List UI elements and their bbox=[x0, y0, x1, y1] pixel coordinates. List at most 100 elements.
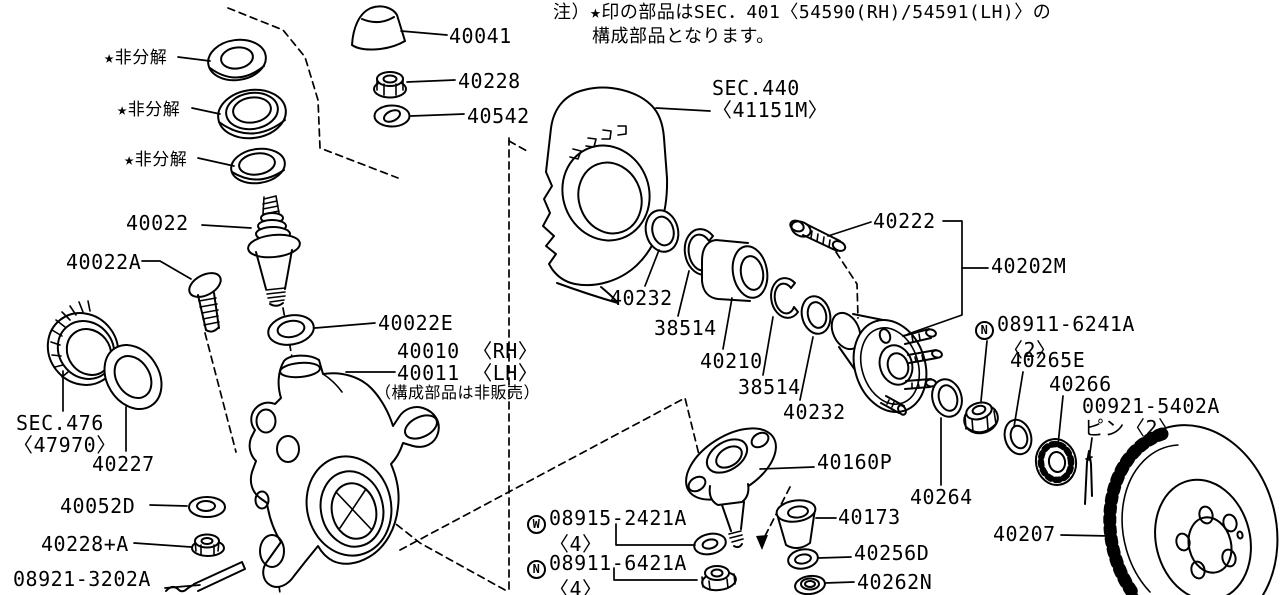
part-08911-6241A-text: 08911-6241A bbox=[997, 312, 1135, 336]
washer-40542-drawing bbox=[373, 104, 411, 128]
bearing-40210-drawing bbox=[701, 239, 769, 302]
circled-n-icon: N bbox=[527, 559, 546, 579]
part-40228: 40228 bbox=[458, 69, 521, 93]
sec-440-ref: SEC.440〈41151M〉 bbox=[712, 76, 829, 122]
nut-40228A-drawing bbox=[191, 533, 225, 557]
part-40160P: 40160P bbox=[817, 450, 893, 474]
part-38514-left-text: 38514 bbox=[654, 316, 717, 340]
knuckle-note-text: （構成部品は非販売） bbox=[375, 383, 541, 402]
part-40052D: 40052D bbox=[60, 495, 135, 518]
sec-440-ref-line2: 〈41151M〉 bbox=[712, 97, 829, 122]
part-08921-3202A-text: 08921-3202A bbox=[13, 567, 151, 591]
washer-40265E-drawing bbox=[1003, 418, 1033, 456]
part-40228-plus-A: 40228+A bbox=[41, 532, 129, 556]
part-40232-right-text: 40232 bbox=[783, 400, 846, 424]
insert-arrow-balljoint bbox=[756, 535, 768, 550]
part-40266: 40266 bbox=[1049, 372, 1112, 396]
non-disassembly-label-3: ★非分解 bbox=[124, 151, 187, 169]
nut-40228-drawing bbox=[373, 71, 407, 99]
part-38514-right-text: 38514 bbox=[738, 375, 801, 399]
part-40266-text: 40266 bbox=[1049, 372, 1112, 396]
part-40264-text: 40264 bbox=[910, 485, 973, 509]
part-40210: 40210 bbox=[700, 349, 763, 373]
part-40041-text: 40041 bbox=[449, 24, 512, 48]
part-40010-rh-text: 40010 〈RH〉 bbox=[397, 339, 539, 363]
strut-seal-drawing bbox=[230, 147, 286, 185]
sec-476-ref-text: SEC.476 bbox=[16, 411, 104, 435]
nut-retainer-40266-drawing bbox=[1034, 438, 1078, 486]
part-40222-text: 40222 bbox=[873, 209, 936, 233]
part-40228-text: 40228 bbox=[458, 69, 521, 93]
sec-440-ref-text: SEC.440 bbox=[712, 76, 800, 100]
part-40265E-text: 40265E bbox=[1010, 348, 1086, 372]
strut-bearing-upper-drawing bbox=[207, 38, 267, 82]
part-08915-2421A-text: 08915-2421A bbox=[549, 506, 687, 530]
part-40022A: 40022A bbox=[66, 251, 141, 274]
wheel-stud-40222-drawing bbox=[789, 219, 847, 252]
part-40202M: 40202M bbox=[991, 254, 1067, 278]
part-08911-6421A-line2: 〈4〉 bbox=[549, 576, 603, 595]
non-disassembly-label-3-text: ★非分解 bbox=[124, 150, 188, 170]
non-disassembly-label-2-text: ★非分解 bbox=[117, 100, 181, 120]
washer-40052D-drawing bbox=[188, 496, 226, 518]
part-40011-lh-text: 40011 〈LH〉 bbox=[397, 361, 539, 385]
part-08911-6241A-line2: 〈2〉 bbox=[1003, 337, 1057, 362]
part-40022-text: 40022 bbox=[126, 211, 189, 235]
part-00921-5402A-text: 00921-5402A bbox=[1082, 394, 1220, 418]
part-40232-left: 40232 bbox=[610, 286, 673, 310]
part-08915-2421A-line2: 〈4〉 bbox=[549, 531, 603, 556]
strut-bearing-lower-drawing bbox=[217, 88, 287, 140]
washer-40227-drawing bbox=[103, 344, 163, 410]
part-38514-left: 38514 bbox=[654, 316, 717, 340]
sec-476-ref: SEC.476〈47970〉 bbox=[13, 411, 117, 457]
circled-w-icon: W bbox=[527, 514, 546, 534]
part-40264: 40264 bbox=[910, 485, 973, 509]
part-40262N-text: 40262N bbox=[857, 570, 933, 594]
part-40232-right: 40232 bbox=[783, 400, 846, 424]
part-40202M-text: 40202M bbox=[991, 254, 1067, 278]
part-40262N: 40262N bbox=[857, 570, 933, 594]
part-40010-rh: 40010 〈RH〉 bbox=[397, 339, 539, 363]
snap-ring-38514-left-drawing bbox=[683, 228, 717, 276]
non-disassembly-label-1-text: ★非分解 bbox=[104, 48, 168, 68]
bushing-40173-drawing bbox=[775, 499, 817, 549]
part-40256D: 40256D bbox=[854, 542, 929, 565]
spindle-nut-6241A-drawing bbox=[963, 401, 999, 435]
part-40232-left-text: 40232 bbox=[610, 286, 673, 310]
note-line-1-text: 注）★印の部品はSEC．401〈54590(RH)/54591(LH)〉の bbox=[553, 2, 1052, 23]
part-40022E-text: 40022E bbox=[378, 311, 454, 335]
part-40160P-text: 40160P bbox=[817, 450, 893, 474]
note-line-1: 注）★印の部品はSEC．401〈54590(RH)/54591(LH)〉の bbox=[553, 3, 1051, 22]
part-40265E: 40265E bbox=[1010, 348, 1086, 372]
seal-40264-drawing bbox=[931, 378, 963, 418]
brake-rotor-40207-drawing bbox=[1103, 424, 1279, 595]
circled-n-icon: N bbox=[975, 320, 994, 340]
snap-ring-38514-right-drawing bbox=[770, 277, 799, 319]
non-disassembly-label-1: ★非分解 bbox=[104, 49, 167, 67]
part-08911-6421A-text: 08911-6421A bbox=[549, 551, 687, 575]
seal-40232-right-drawing bbox=[800, 295, 832, 335]
part-40227: 40227 bbox=[92, 452, 155, 476]
steering-knuckle-drawing bbox=[248, 354, 440, 588]
part-40228-plus-A-text: 40228+A bbox=[41, 532, 129, 556]
part-40210-text: 40210 bbox=[700, 349, 763, 373]
part-08921-3202A: 08921-3202A bbox=[13, 567, 151, 591]
kingpin-40022-drawing bbox=[247, 195, 301, 307]
ball-joint-40160P-drawing bbox=[685, 427, 777, 549]
part-40207-text: 40207 bbox=[993, 522, 1056, 546]
part-40011-lh: 40011 〈LH〉 bbox=[397, 361, 539, 385]
hub-40202M-drawing bbox=[830, 311, 943, 416]
part-40041: 40041 bbox=[449, 24, 512, 48]
part-40542: 40542 bbox=[467, 104, 530, 128]
note-line-2: 構成部品となります。 bbox=[592, 27, 775, 46]
knuckle-note: （構成部品は非販売） bbox=[375, 384, 540, 401]
sec-476-ref-line2: 〈47970〉 bbox=[13, 432, 117, 457]
part-40227-text: 40227 bbox=[92, 452, 155, 476]
part-40542-text: 40542 bbox=[467, 104, 530, 128]
